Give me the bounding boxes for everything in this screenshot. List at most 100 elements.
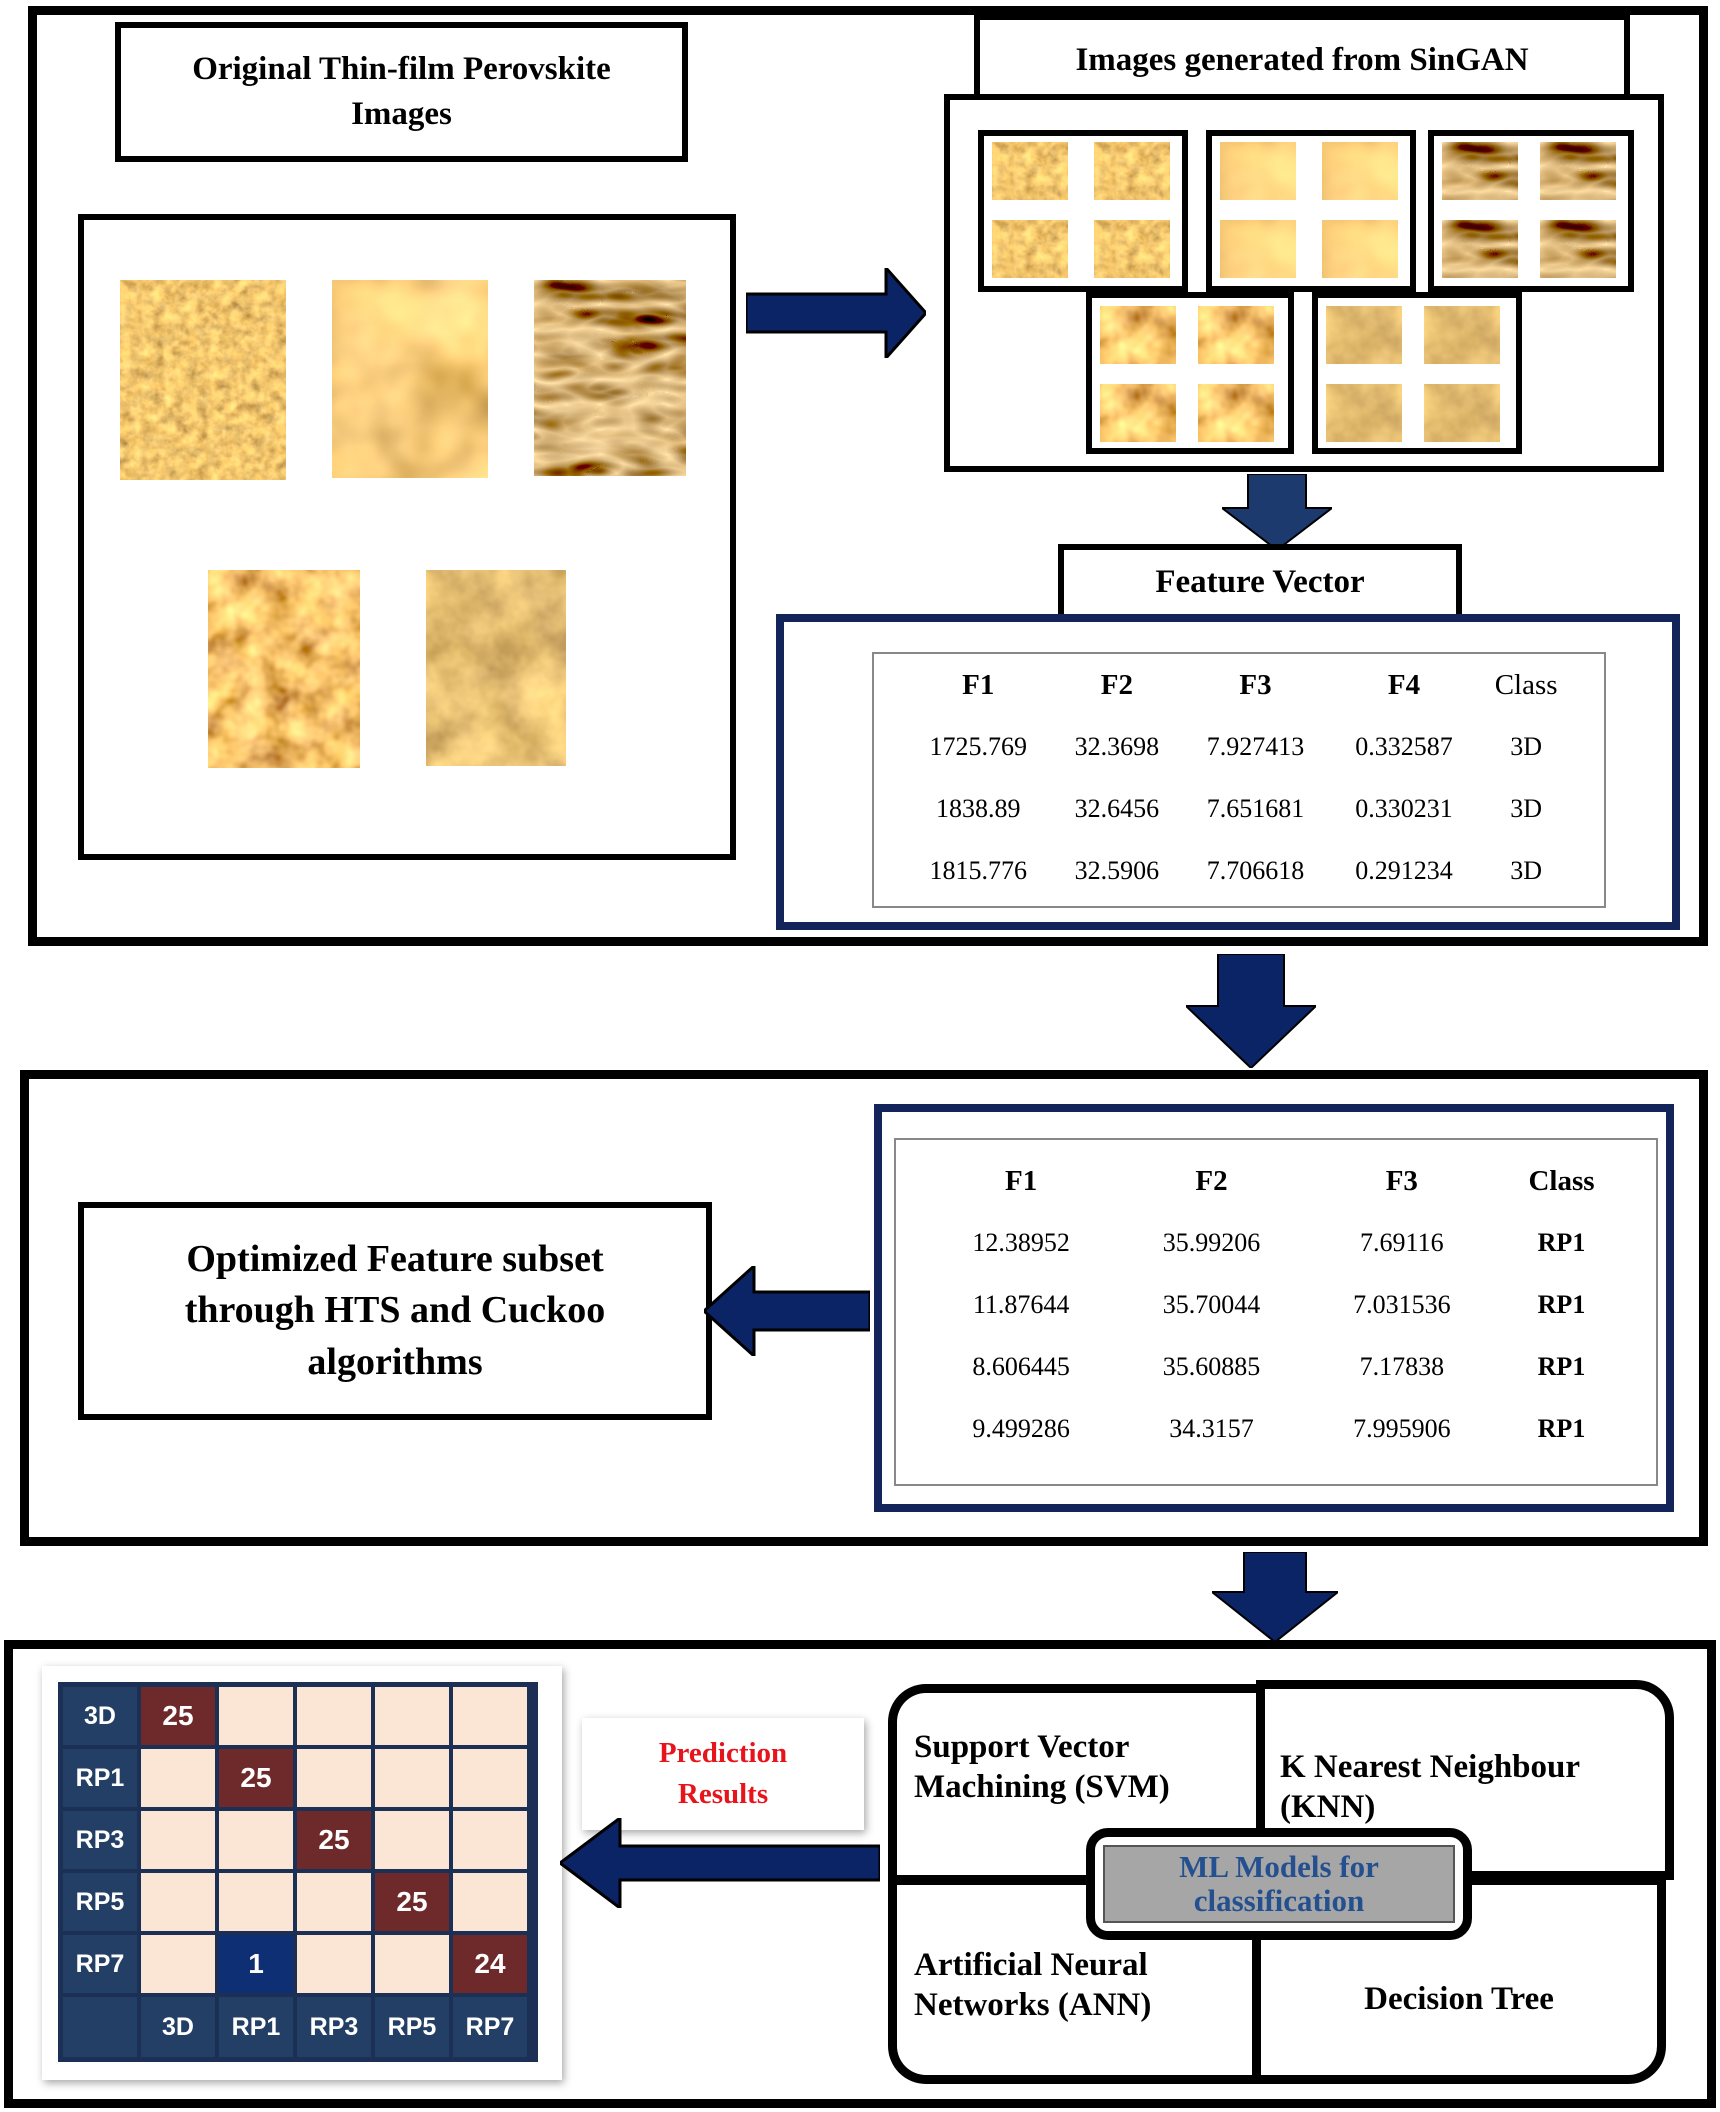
- optimized-table-frame: F1 F2 F3 Class 12.38952 35.99206 7.69116…: [894, 1138, 1658, 1486]
- table-cell: 35.99206: [1162, 1228, 1261, 1257]
- feature-table-frame: F1 F2 F3 F4 Class 1725.769 32.3698 7.927…: [872, 652, 1606, 908]
- singan-thumb: [1424, 306, 1500, 364]
- ann-label: Artificial Neural Networks (ANN): [914, 1947, 1152, 2023]
- singan-group-3: [1428, 130, 1634, 292]
- cm-cell-correct: 25: [373, 1871, 451, 1933]
- singan-thumb: [1100, 306, 1176, 364]
- singan-group-4: [1086, 292, 1294, 454]
- cm-cell-empty: [139, 1871, 217, 1933]
- cm-col-label: RP5: [373, 1995, 451, 2059]
- feature-table: F1 F2 F3 F4 Class 1725.769 32.3698 7.927…: [904, 654, 1574, 902]
- table-row: 8.606445 35.60885 7.17838 RP1: [926, 1336, 1626, 1398]
- singan-group-2: [1206, 130, 1416, 292]
- table-cell: 1815.776: [929, 856, 1028, 885]
- singan-images-panel: [944, 94, 1664, 472]
- table-cell: RP1: [1537, 1290, 1586, 1319]
- table-cell: RP1: [1537, 1414, 1586, 1443]
- arrow-down-icon: [1222, 474, 1332, 550]
- table-row: 1815.776 32.5906 7.706618 0.291234 3D: [904, 840, 1574, 902]
- cm-cell-empty: [139, 1809, 217, 1871]
- table-row: 11.87644 35.70044 7.031536 RP1: [926, 1274, 1626, 1336]
- feature-vector-title-text: Feature Vector: [1155, 563, 1365, 600]
- afm-image-2: [332, 280, 488, 478]
- cm-cell-empty: [295, 1685, 373, 1747]
- table-row: 1725.769 32.3698 7.927413 0.332587 3D: [904, 716, 1574, 778]
- table-cell: 11.87644: [972, 1290, 1070, 1319]
- singan-thumb: [1220, 220, 1296, 278]
- feature-vector-title: Feature Vector: [1058, 544, 1462, 620]
- cm-row-label: RP5: [61, 1871, 139, 1933]
- afm-image-3: [534, 280, 686, 476]
- cm-cell-empty: [217, 1685, 295, 1747]
- cm-cell-empty: [451, 1747, 529, 1809]
- cm-cell-correct: 24: [451, 1933, 529, 1995]
- cm-cell-error: 1: [217, 1933, 295, 1995]
- table-cell: 8.606445: [972, 1352, 1070, 1381]
- svm-label: Support Vector Machining (SVM): [914, 1729, 1170, 1805]
- optimized-table-header: F1: [1005, 1164, 1038, 1197]
- ml-models-center-inner: ML Models for classification: [1103, 1845, 1455, 1923]
- feature-table-header: F4: [1387, 668, 1421, 701]
- table-cell: 7.995906: [1353, 1414, 1451, 1443]
- table-cell: RP1: [1537, 1228, 1586, 1257]
- table-cell: 0.291234: [1355, 856, 1453, 885]
- arrow-left-icon: [704, 1266, 870, 1356]
- cm-row-label: RP3: [61, 1809, 139, 1871]
- cm-cell-correct: 25: [217, 1747, 295, 1809]
- cm-col-label: RP7: [451, 1995, 529, 2059]
- table-cell: 34.3157: [1169, 1414, 1254, 1443]
- table-cell: 1725.769: [929, 732, 1028, 761]
- cm-row-label: RP7: [61, 1933, 139, 1995]
- table-cell: 3D: [1510, 856, 1543, 885]
- singan-thumb: [1442, 220, 1518, 278]
- original-images-title-text: Original Thin-film Perovskite Images: [192, 51, 611, 132]
- confusion-matrix: 3D 25 RP1 25 RP3 25 RP5 25 RP7 1 24: [58, 1682, 538, 2062]
- original-images-panel: [78, 214, 736, 860]
- table-cell: 32.5906: [1074, 856, 1160, 885]
- ml-models-center: ML Models for classification: [1086, 1828, 1472, 1940]
- cm-cell-empty: [139, 1747, 217, 1809]
- feature-vector-panel: F1 F2 F3 F4 Class 1725.769 32.3698 7.927…: [776, 614, 1680, 930]
- singan-thumb: [1540, 220, 1616, 278]
- cm-cell-empty: [217, 1871, 295, 1933]
- table-cell: 7.17838: [1359, 1352, 1445, 1381]
- afm-image-4: [208, 570, 360, 768]
- prediction-results-text: Prediction Results: [658, 1737, 788, 1810]
- cm-cell-empty: [217, 1809, 295, 1871]
- optimized-table-header: Class: [1528, 1164, 1595, 1197]
- table-cell: 32.6456: [1074, 794, 1160, 823]
- singan-group-1: [978, 130, 1188, 292]
- cm-col-label: RP1: [217, 1995, 295, 2059]
- feature-table-header: F1: [962, 668, 995, 701]
- optimized-table-header: F2: [1195, 1164, 1228, 1197]
- cm-cell-correct: 25: [139, 1685, 217, 1747]
- optimized-table-header-row: F1 F2 F3 Class: [926, 1150, 1626, 1212]
- cm-cell-empty: [451, 1809, 529, 1871]
- cm-cell-empty: [295, 1871, 373, 1933]
- singan-thumb: [1326, 384, 1402, 442]
- table-cell: 0.330231: [1355, 794, 1453, 823]
- feature-table-header: F2: [1100, 668, 1133, 701]
- arrow-down-icon: [1186, 954, 1316, 1068]
- table-cell: RP1: [1537, 1352, 1586, 1381]
- singan-thumb: [1198, 384, 1274, 442]
- cm-cell-empty: [295, 1747, 373, 1809]
- original-images-title: Original Thin-film Perovskite Images: [115, 22, 688, 162]
- confusion-matrix-card: 3D 25 RP1 25 RP3 25 RP5 25 RP7 1 24: [42, 1666, 562, 2080]
- singan-title-text: Images generated from SinGAN: [1075, 41, 1529, 78]
- optimized-table-header: F3: [1385, 1164, 1418, 1197]
- cm-corner: [61, 1995, 139, 2059]
- singan-thumb: [992, 220, 1068, 278]
- arrow-left-icon: [560, 1818, 880, 1908]
- table-cell: 7.69116: [1360, 1228, 1444, 1257]
- cm-cell-empty: [139, 1933, 217, 1995]
- optimized-subset-title-text: Optimized Feature subset through HTS and…: [184, 1238, 606, 1383]
- table-cell: 3D: [1510, 794, 1543, 823]
- table-cell: 12.38952: [972, 1228, 1070, 1257]
- cm-col-label: RP3: [295, 1995, 373, 2059]
- table-cell: 35.70044: [1162, 1290, 1261, 1319]
- table-cell: 0.332587: [1355, 732, 1453, 761]
- cm-cell-empty: [295, 1933, 373, 1995]
- table-row: 12.38952 35.99206 7.69116 RP1: [926, 1212, 1626, 1274]
- afm-image-1: [120, 280, 286, 480]
